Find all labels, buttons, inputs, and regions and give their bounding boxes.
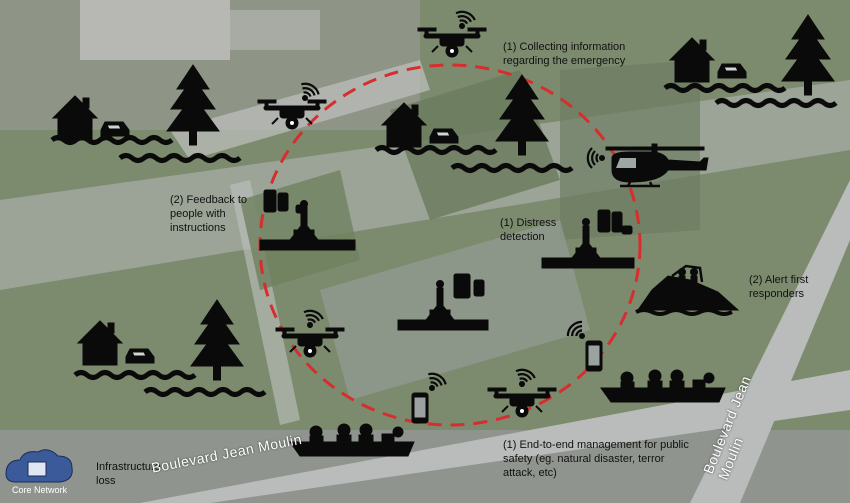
person-on-roof-icon bbox=[541, 209, 635, 269]
map-building-roof-2 bbox=[230, 10, 320, 50]
person-on-roof-icon bbox=[397, 273, 489, 331]
collecting-info-label: (1) Collecting information regarding the… bbox=[503, 41, 626, 67]
helicopter-icon bbox=[605, 143, 709, 188]
alert-responders-label: (2) Alert first responders bbox=[749, 274, 809, 300]
car-icon bbox=[429, 128, 459, 144]
map-building-roof bbox=[80, 0, 230, 60]
map-road-left bbox=[230, 180, 300, 425]
boat-icon bbox=[635, 264, 740, 316]
map-boulevard-vertical bbox=[690, 180, 850, 503]
car-icon bbox=[125, 348, 155, 364]
feedback-label: (2) Feedback to people with instructions bbox=[170, 194, 248, 234]
car-icon bbox=[717, 63, 747, 79]
infrastructure-loss-label: Infrastructure loss bbox=[96, 461, 161, 487]
distress-detection-label: (1) Distress detection bbox=[500, 217, 557, 243]
server-icon bbox=[27, 461, 47, 477]
core-network-icon bbox=[5, 449, 73, 483]
smartphone-icon bbox=[585, 340, 603, 372]
map-parking-lot bbox=[320, 220, 590, 400]
person-on-roof-icon bbox=[259, 189, 356, 251]
core-network-label: Core Network bbox=[12, 485, 68, 495]
map-boulevard bbox=[140, 370, 850, 503]
car-icon bbox=[100, 121, 130, 137]
end-to-end-label: (1) End-to-end management for public saf… bbox=[503, 439, 689, 479]
smartphone-icon bbox=[411, 392, 429, 424]
